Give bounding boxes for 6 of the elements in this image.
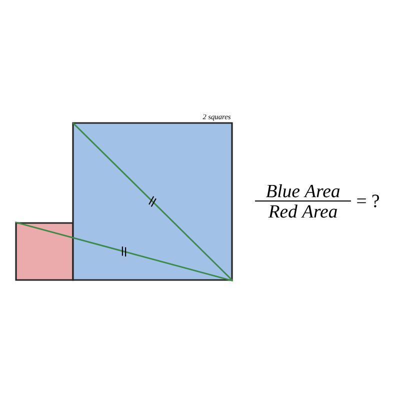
denominator: Red Area (268, 204, 337, 218)
diagonal-line (15, 221, 233, 282)
square (15, 222, 74, 281)
square (72, 122, 233, 281)
numerator: Blue Area (266, 184, 340, 198)
equals-question: = ? (357, 194, 379, 208)
